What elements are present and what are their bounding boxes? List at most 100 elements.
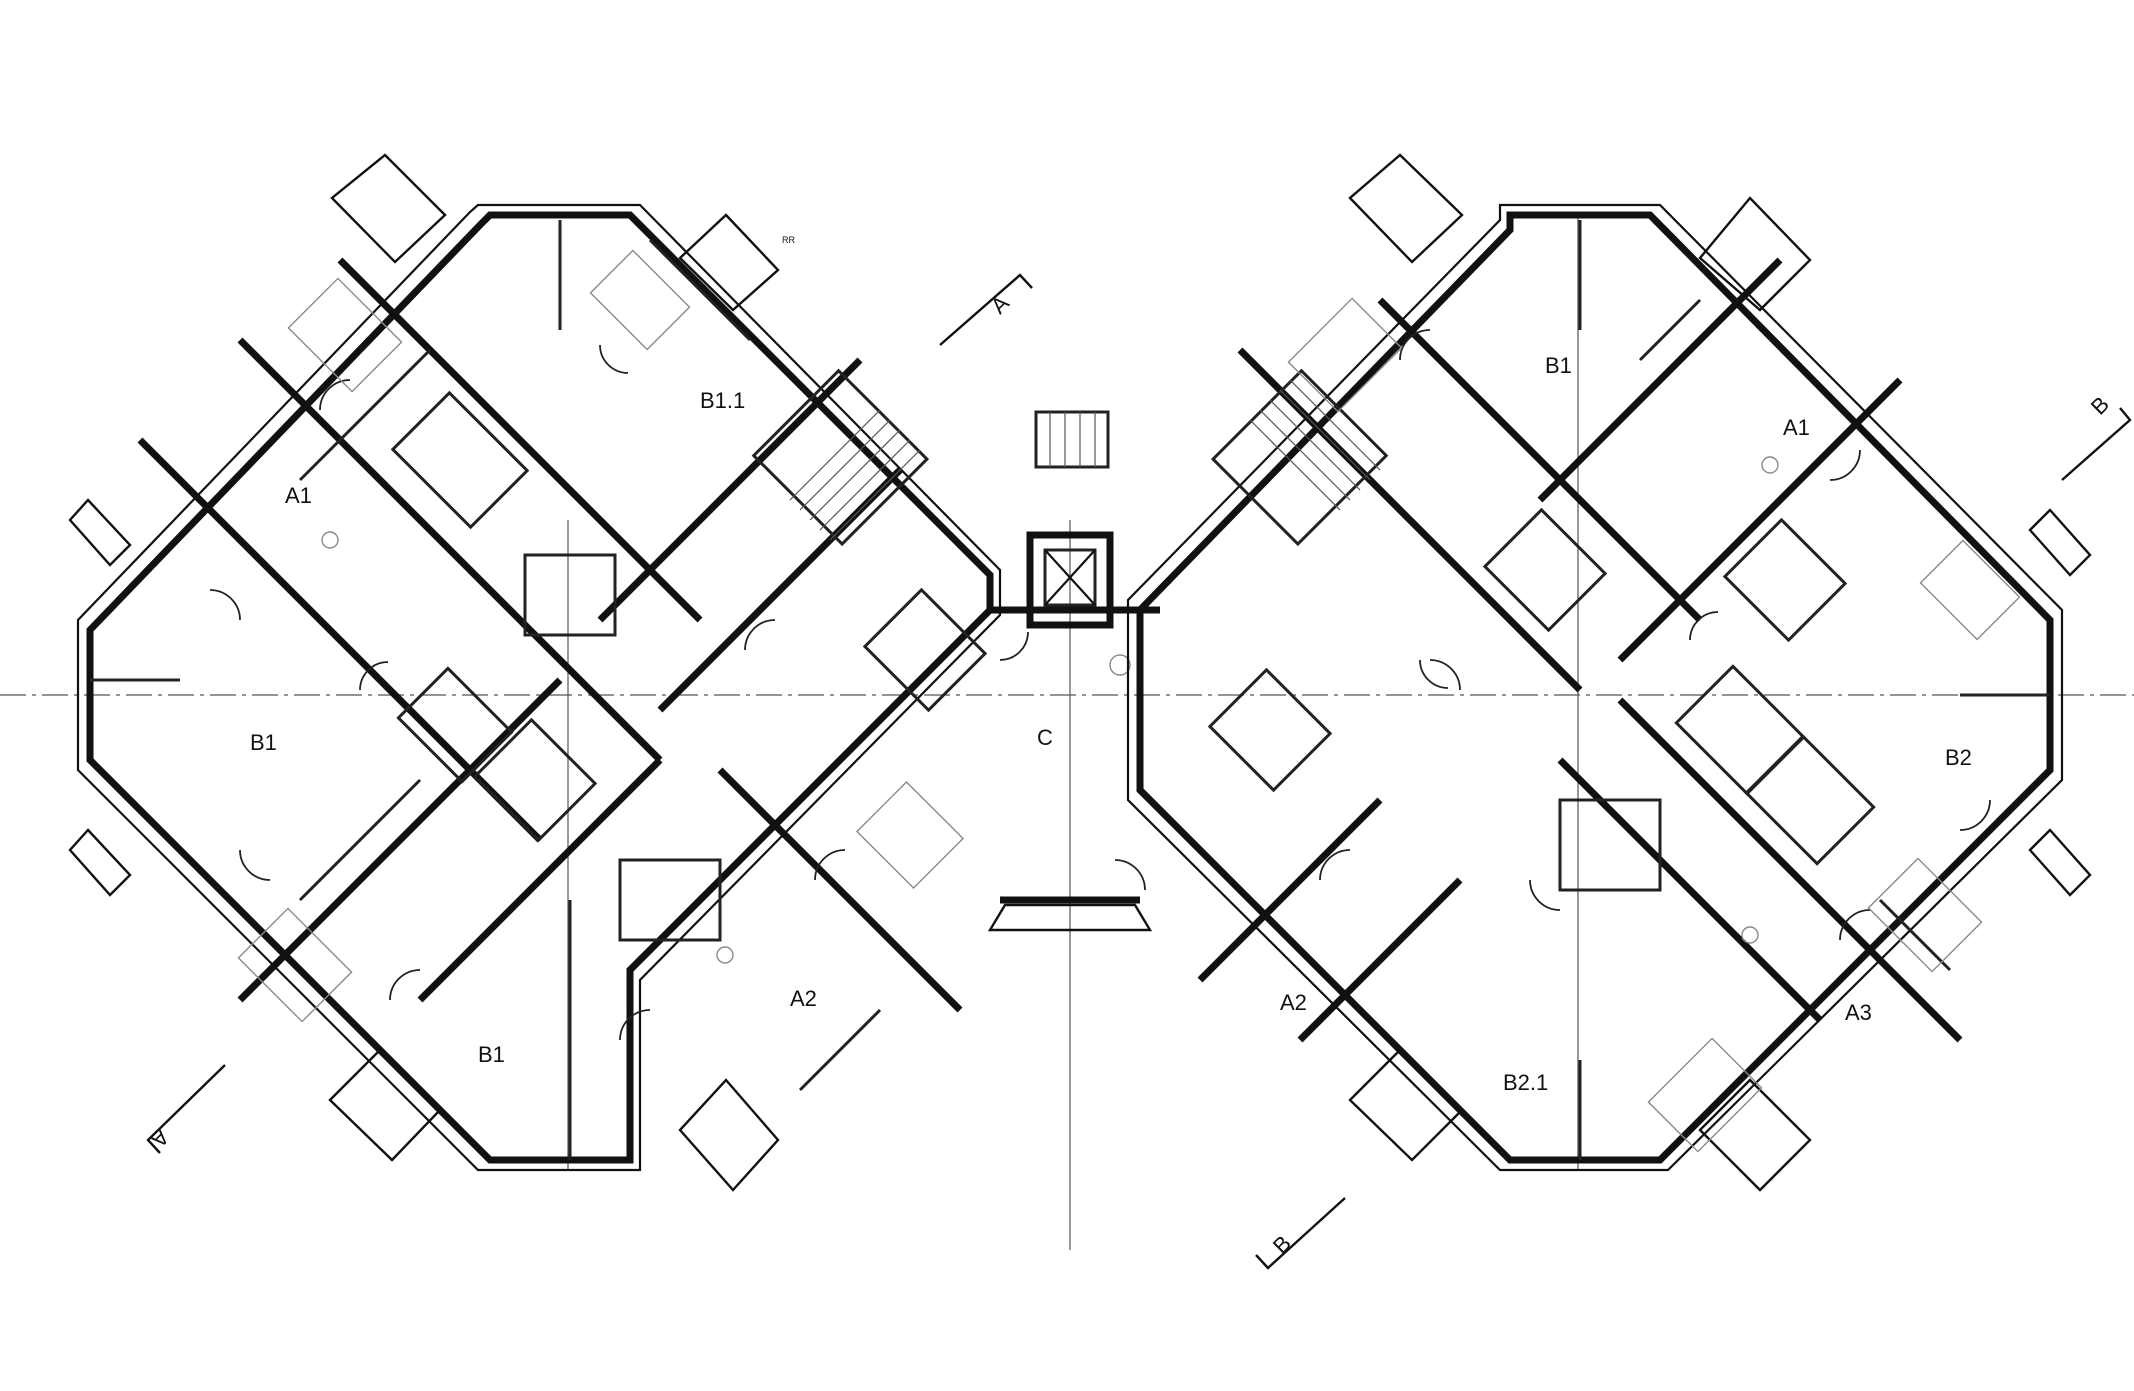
table-right-1 [1761, 456, 1779, 474]
right-wall-diag-5 [1617, 697, 1963, 1043]
table-right-2 [1741, 926, 1759, 944]
door-arc [744, 619, 776, 651]
table-center [1109, 654, 1131, 676]
right-bath-2 [1722, 517, 1848, 643]
left-partition-6 [298, 778, 422, 902]
left-bath-6 [618, 858, 722, 942]
door-arc [1399, 329, 1431, 361]
right-partition-5 [1878, 898, 1952, 972]
unit-label-center-C: C [1037, 725, 1053, 750]
axis-lines [0, 215, 2134, 1250]
left-partition-5 [648, 238, 752, 342]
left-bath-4 [472, 717, 598, 843]
door-arc [1829, 449, 1861, 481]
left-wall-diag-2 [237, 337, 663, 763]
door-arc [1959, 799, 1991, 831]
door-arc [1689, 611, 1719, 641]
section-A-top-label: A [986, 290, 1014, 318]
left-wall-diag-1 [137, 437, 543, 843]
left-tower [68, 153, 1029, 1192]
right-balcony-6 [1698, 1078, 1812, 1192]
door-arc [999, 631, 1029, 661]
bed-right-4 [1647, 1037, 1763, 1153]
right-wall-diag-8 [1297, 877, 1463, 1043]
right-bath-5 [1558, 798, 1662, 892]
door-arc [239, 849, 271, 881]
mark-rr-label: RR [782, 235, 795, 245]
door-arc [1114, 859, 1146, 891]
left-balcony-6 [678, 1078, 780, 1192]
right-balcony-3 [2028, 508, 2092, 577]
left-balcony-5 [328, 1048, 442, 1162]
door-arc [814, 849, 846, 881]
left-bath-2 [523, 553, 617, 637]
left-tower-outline [86, 211, 994, 1164]
right-stair-outline [1210, 368, 1389, 547]
section-A-bottom-label: A [146, 1124, 174, 1152]
right-bath-6 [1207, 667, 1333, 793]
right-stair [1210, 368, 1389, 547]
left-balcony-4 [68, 828, 132, 897]
left-balcony-2 [678, 213, 780, 312]
elevator-cab [1043, 548, 1097, 607]
bed-left-4 [855, 780, 965, 890]
right-balcony-4 [2028, 828, 2092, 897]
center-core [987, 410, 1160, 932]
unit-label-left-top-A1: A1 [285, 483, 312, 508]
bed-left-3 [237, 907, 353, 1023]
unit-label-right-bottom-A3: A3 [1845, 1000, 1872, 1025]
unit-label-left-mid-B1: B1 [250, 730, 277, 755]
left-stair-outline [751, 368, 930, 547]
table-left-1 [321, 531, 339, 549]
unit-label-right-mid-B2: B2 [1945, 745, 1972, 770]
section-B-right-line [2061, 407, 2132, 481]
right-tower-outer-skin [1126, 203, 2064, 1172]
door-arc [359, 661, 389, 691]
bed-left-2 [589, 249, 691, 351]
bed-right-3 [1867, 857, 1983, 973]
bed-right-2 [1919, 539, 2021, 641]
left-wall-diag-4 [237, 677, 563, 1003]
left-wall-diag-5 [417, 757, 663, 1003]
unit-labels: A1 B1.1 B1 B1 A2 C B1 A1 B2 A2 B2.1 A3 [250, 353, 1972, 1095]
right-balcony-2 [1698, 196, 1812, 312]
unit-label-left-top-B11: B1.1 [700, 388, 745, 413]
door-arc [1419, 659, 1449, 689]
door-arc [599, 344, 629, 374]
right-wall-diag-2 [1377, 297, 1703, 623]
unit-label-left-bottom-A2: A2 [790, 986, 817, 1011]
left-tower-outer-skin [76, 203, 1002, 1172]
door-arc [319, 379, 351, 411]
center-bottom-balcony [987, 903, 1153, 932]
section-A-top-line [939, 273, 1033, 346]
right-bath-1 [1482, 507, 1608, 633]
door-arc [1429, 659, 1461, 691]
section-B-right-label: B [2086, 391, 2114, 419]
elevator-shaft [1026, 531, 1114, 629]
elevator-x-2 [1044, 549, 1096, 606]
left-bath-3 [396, 666, 514, 784]
section-B-bottom-line [1255, 1197, 1346, 1270]
left-wall-diag-8 [717, 767, 963, 1013]
left-wall-diag-3 [337, 257, 703, 623]
right-balcony-5 [1348, 1048, 1464, 1162]
unit-label-right-top-B1: B1 [1545, 353, 1572, 378]
right-wall-diag-4 [1617, 377, 1903, 663]
unit-label-right-top-A1: A1 [1783, 415, 1810, 440]
unit-label-right-bottom-B21: B2.1 [1503, 1070, 1548, 1095]
unit-label-left-bottom-B1: B1 [478, 1042, 505, 1067]
left-stair [751, 368, 930, 547]
door-arc [389, 969, 421, 1001]
door-arc [209, 589, 241, 621]
left-partition-7 [798, 1008, 882, 1092]
right-wall-diag-3 [1537, 257, 1783, 503]
left-balcony-3 [68, 498, 132, 567]
unit-label-right-bottom-A2: A2 [1280, 990, 1307, 1015]
left-balcony-1 [330, 153, 447, 264]
right-wall-diag-7 [1197, 797, 1383, 983]
section-B-bottom-label: B [1268, 1230, 1296, 1258]
right-tower [1126, 153, 2092, 1192]
table-left-2 [716, 946, 734, 964]
